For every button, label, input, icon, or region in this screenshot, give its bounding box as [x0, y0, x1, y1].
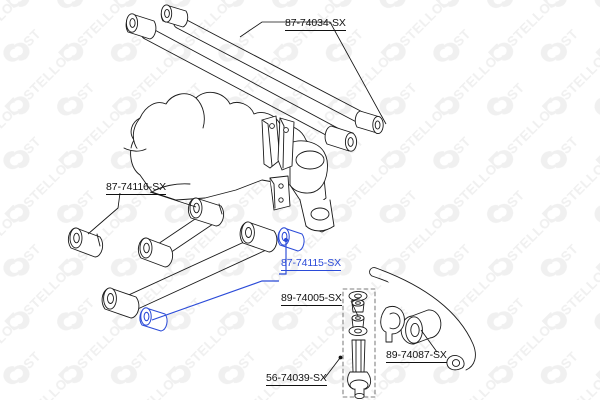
- leader-89-74087: [420, 329, 438, 353]
- lower-arm-eye-left: [101, 287, 140, 319]
- part-label-89-74005-sx[interactable]: 89-74005-SX: [281, 292, 342, 306]
- lower-trailing-arm: [101, 221, 278, 319]
- highlighted-bushing-upper: [277, 227, 305, 252]
- callout-87-74115-lower: [151, 280, 279, 321]
- leader-87-74116-b: [87, 192, 121, 235]
- part-label-56-74039-sx[interactable]: 56-74039-SX: [266, 372, 327, 386]
- stabilizer-bar-bracket: [380, 305, 405, 343]
- rod2-bushing-left: [125, 13, 157, 40]
- callout-dot-upper: [283, 237, 289, 243]
- axle-upper-brackets: [261, 115, 295, 171]
- axle-lower-bracket: [269, 175, 291, 211]
- callout-87-74115-upper: [279, 240, 287, 275]
- upper-arm-bushing-right: [187, 197, 225, 227]
- second-lateral-rod: [125, 13, 358, 152]
- part-label-87-74116-sx[interactable]: 87-74116-SX: [106, 181, 166, 195]
- leader-89-74005-b: [350, 300, 359, 317]
- upper-arm-bushing-left: [137, 237, 174, 268]
- part-label-89-74087-sx[interactable]: 89-74087-SX: [386, 349, 447, 363]
- leader-lines: [87, 21, 438, 380]
- stabilizer-link-assembly: [342, 288, 376, 400]
- rod-bushing-right: [354, 110, 384, 135]
- stabilizer-bar-bushing: [400, 309, 442, 345]
- stabilizer-link-bushing-kit: [348, 290, 368, 337]
- rod2-bushing-right: [324, 125, 358, 152]
- part-label-87-74115-sx[interactable]: 87-74115-SX: [281, 257, 341, 271]
- upper-arm-loose-bushing: [67, 227, 104, 258]
- part-label-87-74034-sx[interactable]: 87-74034-SX: [285, 17, 346, 31]
- upper-control-arm: [137, 197, 225, 268]
- leader-89-74005-a: [350, 297, 361, 302]
- upper-lateral-rod: [160, 4, 384, 135]
- highlight-callout-lines: [151, 237, 289, 321]
- leader-87-74034-b: [283, 21, 387, 125]
- rod-bushing-left: [160, 4, 189, 28]
- axle-housing: [123, 91, 335, 233]
- leader-dot-56-74039: [338, 355, 343, 360]
- leader-87-74034: [239, 21, 283, 38]
- lower-arm-eye-right: [239, 221, 278, 253]
- leader-56-74039: [323, 357, 341, 380]
